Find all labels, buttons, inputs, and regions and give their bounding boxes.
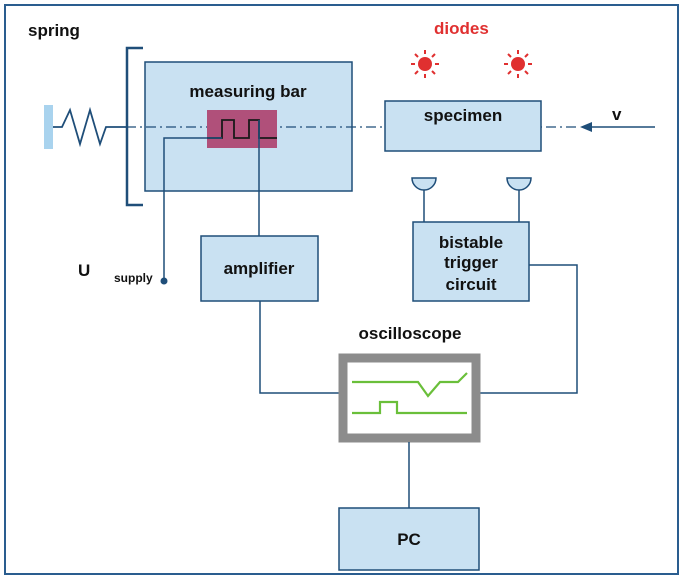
scope-trace-lower [352,400,467,415]
photo-sensor-right-icon [506,177,532,191]
oscilloscope-label: oscilloscope [359,324,462,343]
trigger-label-line3: circuit [445,275,496,294]
velocity-arrow-icon [580,122,592,132]
spring-label: spring [28,21,80,40]
specimen-box [384,100,542,152]
wire-gauge-supply [163,137,222,281]
amplifier-label: amplifier [224,259,295,278]
trigger-box [412,221,530,302]
oscilloscope-frame [338,353,481,443]
trigger-label-line1: bistable [439,233,503,252]
measuring-bar-label: measuring bar [189,82,307,101]
supply-label: U [78,261,90,280]
spring-icon [53,106,126,148]
wire-amplifier-scope [259,301,339,394]
red-sun-diode-icon [418,57,432,71]
wire-trigger-scope [480,264,578,394]
pc-label: PC [397,530,421,549]
diode-right [504,50,532,78]
diode-left [411,50,439,78]
strain-gauge [207,110,277,148]
amplifier-box [200,235,319,302]
pc-box [338,507,480,571]
specimen-label: specimen [424,106,502,125]
photo-sensor-left-icon [411,177,437,191]
supply-terminal [160,277,168,285]
scope-trace-upper [352,372,468,398]
red-sun-diode-icon [511,57,525,71]
supply-subscript: supply [114,271,153,285]
trigger-label-line2: trigger [444,253,498,272]
diodes-label: diodes [434,19,489,38]
velocity-label: v [612,105,622,124]
spring-mount [44,105,53,149]
